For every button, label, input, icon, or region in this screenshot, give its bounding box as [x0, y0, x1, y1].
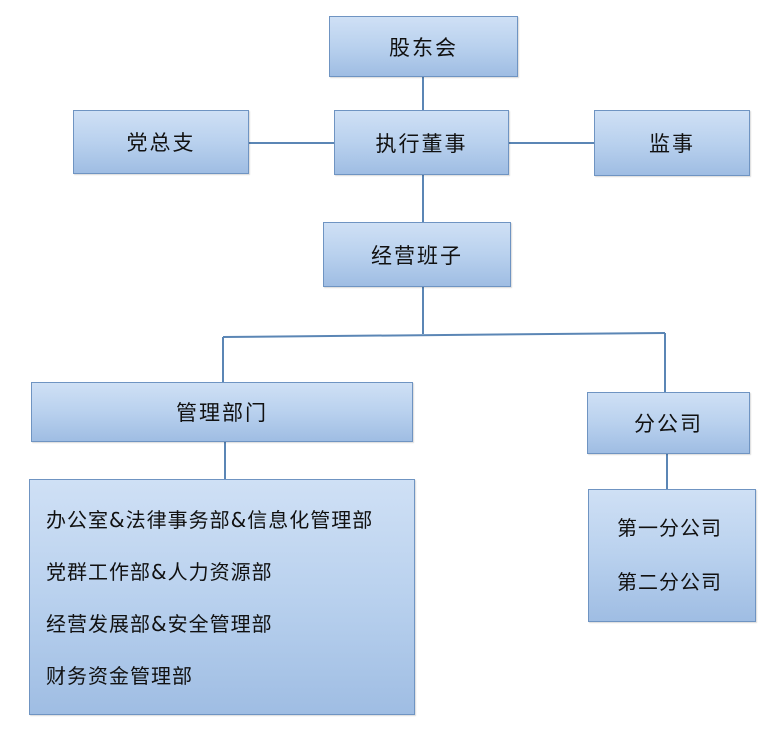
- dept-item: 办公室&法律事务部&信息化管理部: [46, 508, 374, 532]
- shareholders-node: 股东会: [329, 16, 518, 77]
- branch-item: 第一分公司: [617, 516, 722, 540]
- dept-item: 经营发展部&安全管理部: [46, 612, 273, 636]
- branch-item: 第二分公司: [617, 569, 722, 594]
- branch-list-box: 第一分公司 第二分公司: [588, 489, 756, 622]
- management-team-node: 经营班子: [323, 222, 511, 287]
- dept-item: 党群工作部&人力资源部: [46, 560, 273, 584]
- branches-node: 分公司: [587, 392, 750, 454]
- party-branch-node: 党总支: [73, 110, 249, 174]
- connector-horizontal-bus: [222, 332, 666, 338]
- management-depts-node: 管理部门: [31, 382, 413, 442]
- dept-item: 财务资金管理部: [46, 664, 193, 688]
- dept-list-box: 办公室&法律事务部&信息化管理部 党群工作部&人力资源部 经营发展部&安全管理部…: [29, 479, 415, 715]
- supervisor-node: 监事: [594, 110, 750, 176]
- executive-director-node: 执行董事: [334, 110, 509, 175]
